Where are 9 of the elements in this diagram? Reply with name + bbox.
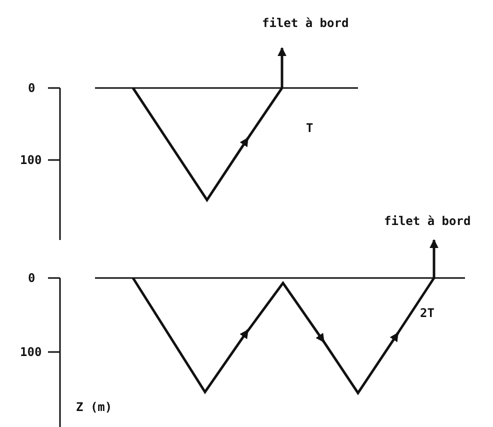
depth-tick-label: 100 (20, 345, 42, 359)
duration-label: 2T (420, 306, 434, 320)
depth-tick-label: 100 (20, 153, 42, 167)
net-on-board-label: filet à bord (262, 16, 349, 30)
duration-label: T (306, 121, 314, 135)
depth-tick-label: 0 (28, 271, 36, 285)
axis-title: Z (m) (76, 400, 112, 414)
net-on-board-label: filet à bord (384, 214, 471, 228)
depth-tick-label: 0 (28, 81, 36, 95)
